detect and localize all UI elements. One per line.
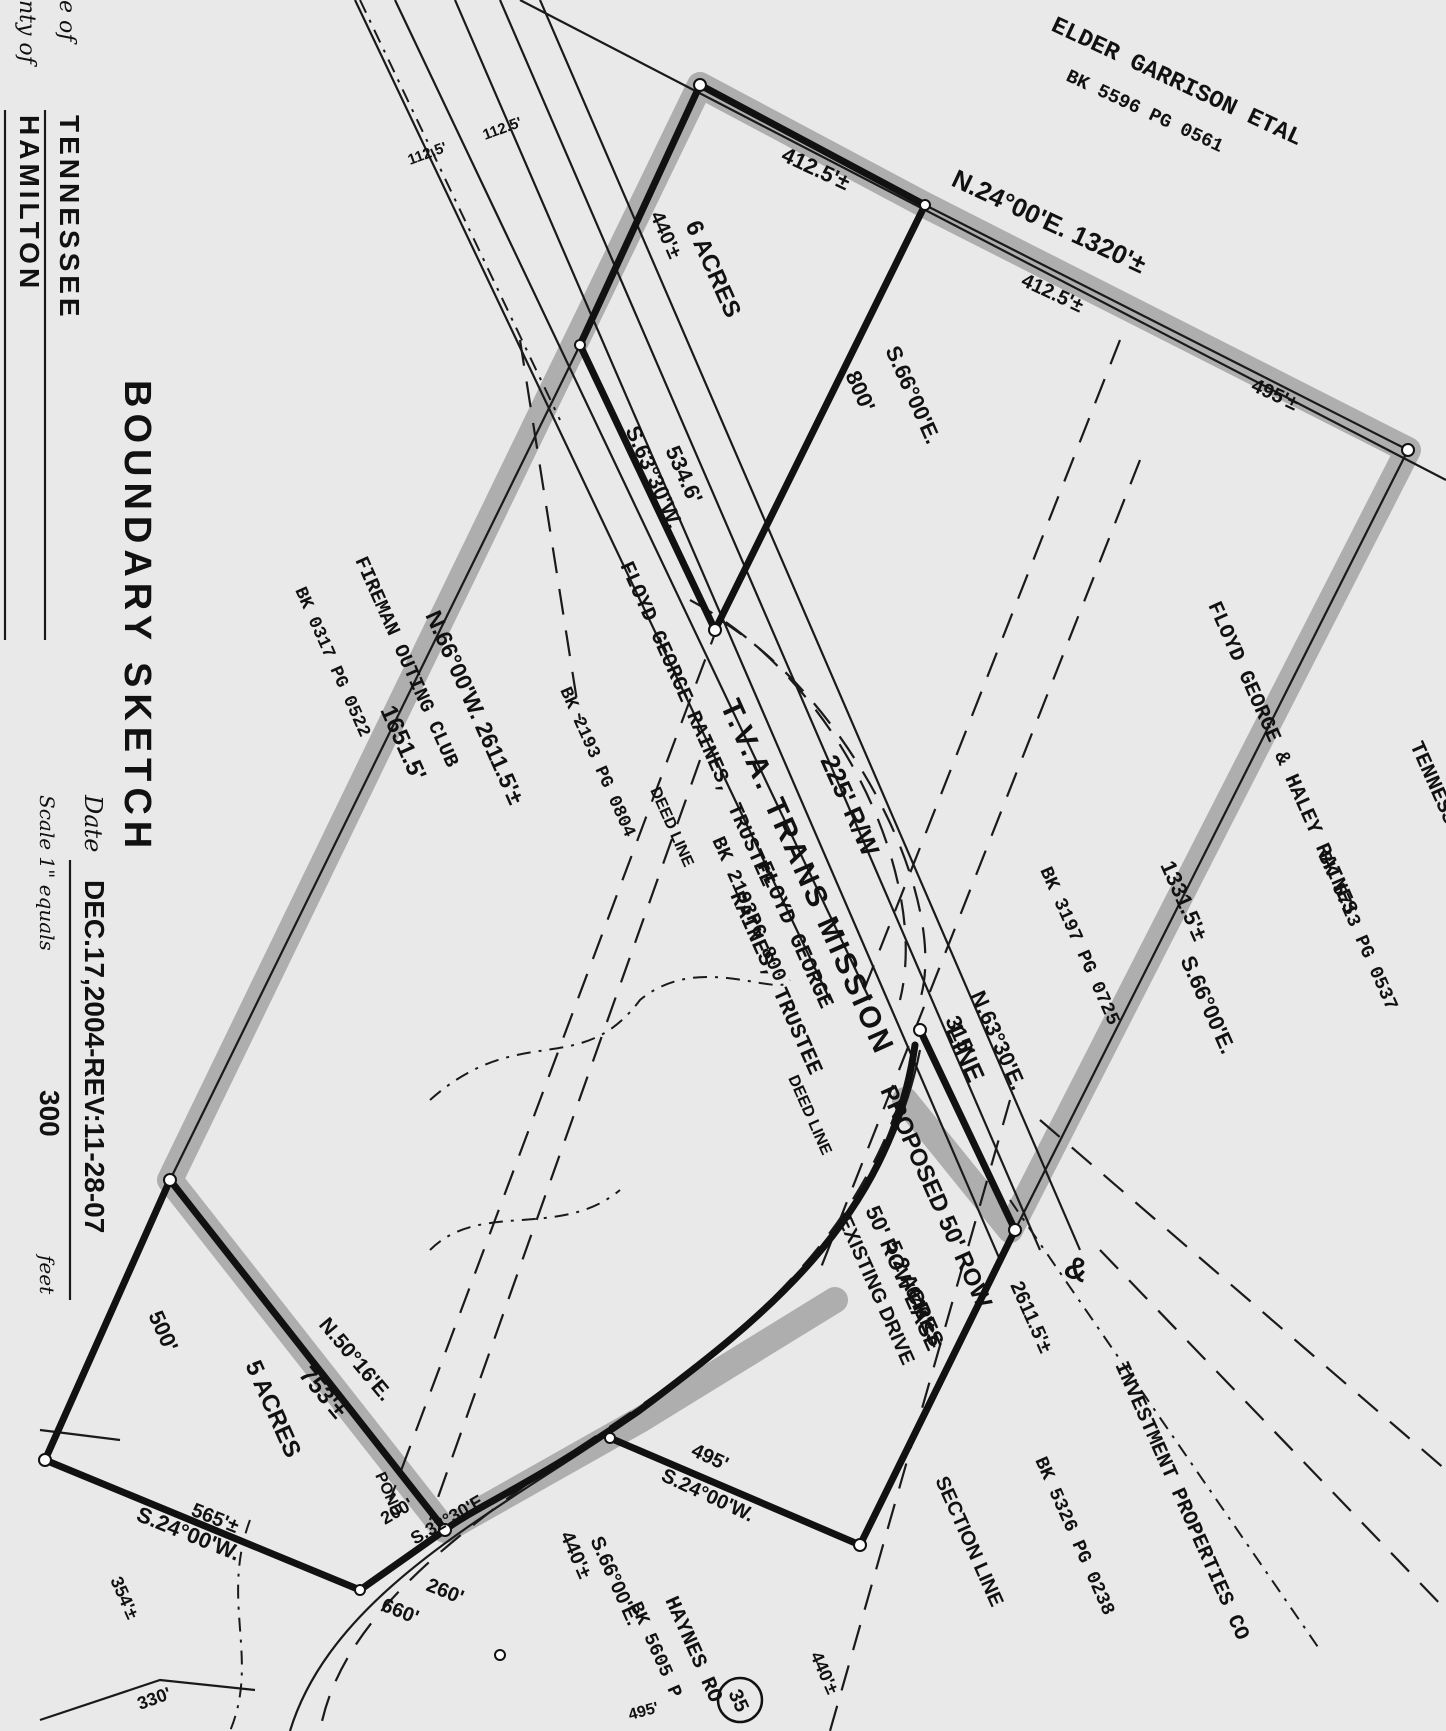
parcel-6-acres: 6 ACRES	[680, 216, 747, 321]
call-sec-south-dist: 495'	[688, 1440, 732, 1476]
call-five-west-dist: 500'	[143, 1307, 183, 1355]
state-value: TENNESSEE	[54, 115, 85, 321]
owner-gorge-trust: TENNESSEE RIVER GORGE TRUST INC	[1404, 738, 1446, 1105]
five-two-acre-parcel	[606, 1026, 1019, 1549]
call-d330: 330'	[135, 1683, 174, 1714]
rw-width: 225' R/W	[815, 750, 886, 861]
owner-raines-trustee-book: BK 2193 PG 0804	[555, 684, 639, 840]
owner-labels: ELDER GARRISON ETAL BK 5596 PG 0561 FIRE…	[290, 13, 1446, 1707]
tick-1: 112.5'	[406, 139, 450, 169]
lot-circle: 35	[716, 1676, 764, 1724]
drawing-title: BOUNDARY SKETCH	[116, 380, 158, 854]
call-d495b: 495'	[627, 1700, 661, 1724]
call-six-west-dist: 440'±	[645, 208, 685, 262]
deed-line-2: DEED LINE	[784, 1073, 834, 1158]
county-value: HAMILTON	[14, 115, 45, 292]
date-label: Date	[79, 794, 107, 852]
scale-value: 300	[34, 1090, 65, 1137]
owner-gorge-trust-book: BK 5713 PG 0537	[1313, 848, 1403, 1013]
scale-unit: feet	[35, 1253, 59, 1295]
title-block: BOUNDARY SKETCH e of TENNESSEE nty of HA…	[3, 0, 158, 1300]
owner-west-book: BK 0317 PG 0522	[290, 584, 374, 740]
parcel-5-acres: 5 ACRES	[240, 1356, 307, 1461]
call-east-bearing: S.66°00'E.	[1175, 952, 1240, 1058]
lot-number: 35	[724, 1686, 753, 1715]
owner-investment-book: BK 5326 PG 0238	[1030, 1453, 1120, 1618]
call-six-east-dist: 800'	[840, 367, 880, 415]
call-d660: 660'	[378, 1594, 422, 1629]
call-d440b: 440'±	[806, 1648, 842, 1697]
call-six-east-bearing: S.66°00'E.	[880, 342, 945, 448]
call-d354: 354'±	[106, 1573, 142, 1622]
row-lines	[354, 0, 1446, 1731]
date-value: DEC.17,2004-REV:11-28-07	[79, 880, 110, 1233]
call-d260: 260'	[423, 1574, 467, 1609]
state-label: e of	[54, 0, 79, 45]
tick-2: 112.5'	[481, 114, 525, 144]
section-line: SECTION LINE	[930, 1473, 1007, 1610]
deed-line-1: DEED LINE	[646, 785, 696, 870]
owner-investment: INVESTMENT PROPERTIES CO	[1109, 1358, 1253, 1644]
owner-raines-haley-book: BK 3197 PG 0725	[1035, 863, 1125, 1028]
county-label: nty of	[14, 0, 39, 68]
proposed-row-curve	[441, 1041, 919, 1534]
call-road-dist: 440'±	[555, 1528, 595, 1582]
corner-markers	[38, 78, 1415, 1661]
call-sec-east: 2611.5'±	[1005, 1278, 1056, 1356]
call-road-bearing: S.66°00'E.	[585, 1533, 644, 1629]
scale-label: Scale 1" equals	[35, 795, 59, 951]
ampersand: &	[1060, 1248, 1094, 1290]
